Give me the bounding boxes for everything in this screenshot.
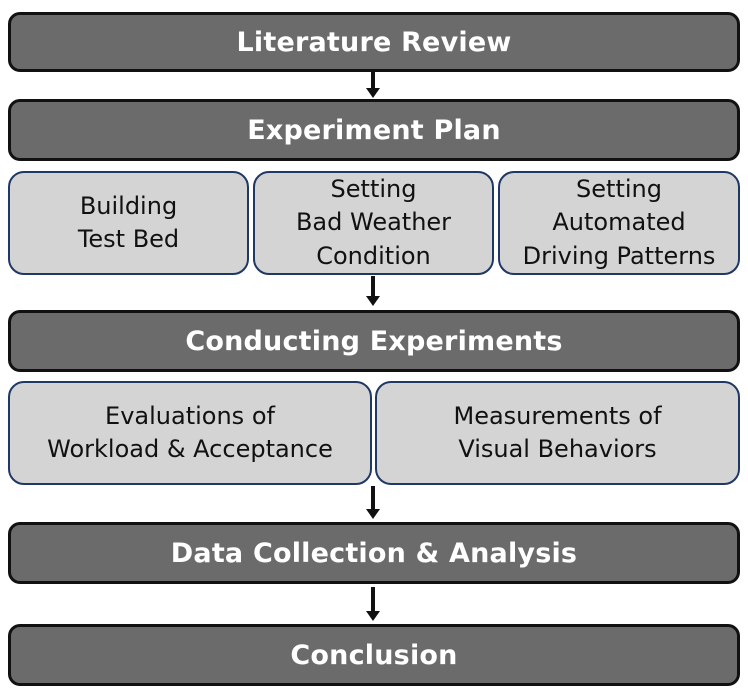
experiment-step-workload: Evaluations of Workload & Acceptance: [8, 381, 372, 485]
plan-step-driving-patterns: Setting Automated Driving Patterns: [498, 171, 740, 275]
plan-step-bad-weather: Setting Bad Weather Condition: [253, 171, 494, 275]
stage-experiment-plan: Experiment Plan: [8, 99, 740, 161]
stage-data-collection: Data Collection & Analysis: [8, 522, 740, 584]
plan-step-building-test-bed: Building Test Bed: [8, 171, 249, 275]
stage-conducting-experiments: Conducting Experiments: [8, 310, 740, 372]
experiment-step-visual-behaviors: Measurements of Visual Behaviors: [375, 381, 740, 485]
stage-literature-review: Literature Review: [8, 12, 740, 72]
stage-conclusion: Conclusion: [8, 624, 740, 686]
